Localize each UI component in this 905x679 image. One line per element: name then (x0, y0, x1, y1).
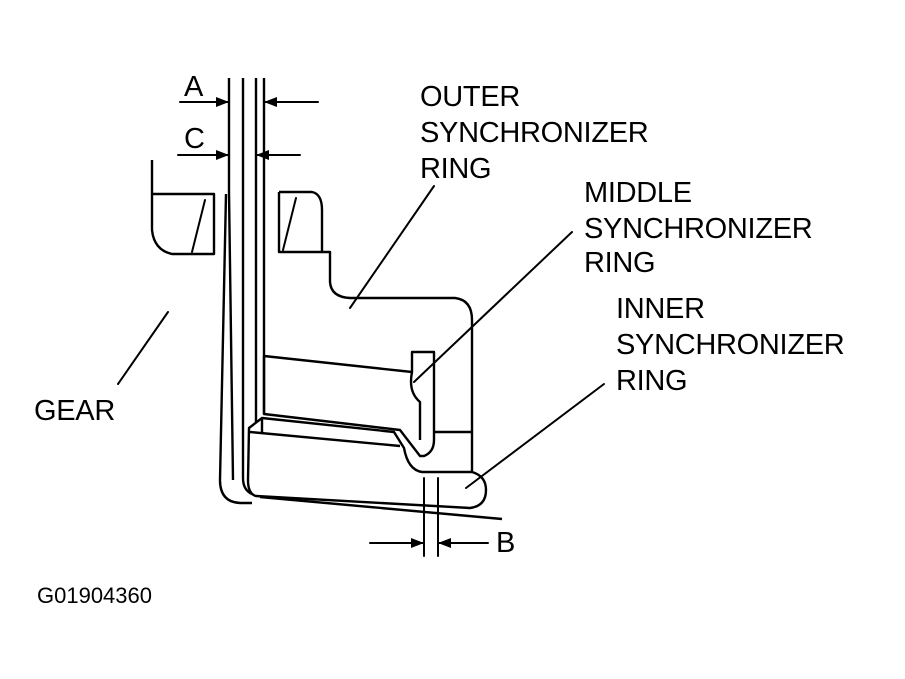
inner-label-line2: SYNCHRONIZER (616, 329, 844, 361)
dimension-a (179, 97, 319, 107)
outer-ring-label: OUTER SYNCHRONIZER RING (420, 81, 649, 185)
outer-label-line1: OUTER (420, 81, 520, 113)
gear-label: GEAR (34, 395, 115, 427)
label-a: A (184, 71, 204, 103)
label-b: B (496, 527, 515, 559)
leader-outer (349, 185, 435, 309)
middle-ring-label: MIDDLE SYNCHRONIZER RING (584, 177, 813, 279)
leader-inner (465, 383, 605, 489)
middle-synchronizer-ring (262, 350, 436, 458)
inner-label-line3: RING (616, 365, 687, 397)
leader-middle (413, 231, 573, 383)
dimension-c (177, 150, 301, 160)
outer-label-line2: SYNCHRONIZER (420, 117, 648, 149)
outer-label-line3: RING (420, 153, 491, 185)
dimension-b (369, 477, 489, 557)
middle-label-line3: RING (584, 247, 655, 279)
inner-synchronizer-ring (246, 416, 503, 521)
outer-synchronizer-ring (277, 190, 474, 432)
gear-part (150, 160, 252, 505)
middle-label-line2: SYNCHRONIZER (584, 213, 812, 245)
label-c: C (184, 123, 205, 155)
leader-gear (117, 311, 169, 385)
middle-label-line1: MIDDLE (584, 177, 692, 209)
inner-ring-label: INNER SYNCHRONIZER RING (616, 293, 845, 397)
figure-id: G01904360 (37, 583, 152, 608)
inner-label-line1: INNER (616, 293, 705, 325)
